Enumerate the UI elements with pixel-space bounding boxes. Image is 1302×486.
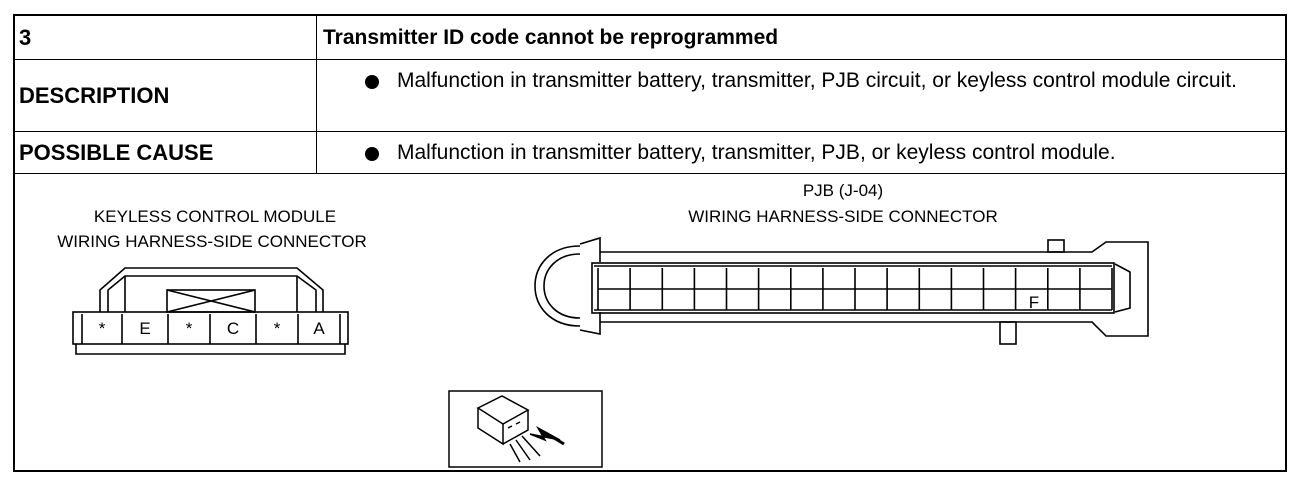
inspection-table: 3 Transmitter ID code cannot be reprogra… [13,14,1287,472]
step-title: Transmitter ID code cannot be reprogramm… [323,25,779,49]
possible-cause-row: POSSIBLE CAUSE Malfunction in transmitte… [15,132,1285,174]
bullet-icon [365,147,379,161]
kcm-pin-2: E [139,319,150,338]
kcm-title-line2: WIRING HARNESS-SIDE CONNECTOR [57,232,367,251]
step-number: 3 [15,16,317,59]
kcm-pin-5: * [274,319,281,338]
pjb-title-line1: PJB (J-04) [803,181,883,200]
kcm-pin-6: A [313,319,325,338]
description-row: DESCRIPTION Malfunction in transmitter b… [15,60,1285,132]
pjb-title-line2: WIRING HARNESS-SIDE CONNECTOR [688,207,998,226]
keyless-control-module-connector: KEYLESS CONTROL MODULE WIRING HARNESS-SI… [57,207,367,355]
description-cell: Malfunction in transmitter battery, tran… [317,60,1285,131]
step-title-cell: Transmitter ID code cannot be reprogramm… [317,16,1285,59]
description-text: Malfunction in transmitter battery, tran… [397,69,1237,92]
kcm-pin-1: * [99,319,106,338]
possible-cause-cell: Malfunction in transmitter battery, tran… [317,132,1285,173]
kcm-pin-3: * [186,319,193,338]
kcm-pin-4: C [227,319,239,338]
harness-side-probe-icon [448,390,603,468]
step-header-row: 3 Transmitter ID code cannot be reprogra… [15,16,1285,60]
description-label: DESCRIPTION [15,60,317,131]
possible-cause-text: Malfunction in transmitter battery, tran… [397,141,1116,164]
pjb-pin-f: F [1029,293,1039,312]
possible-cause-label: POSSIBLE CAUSE [15,132,317,173]
pjb-connector: PJB (J-04) WIRING HARNESS-SIDE CONNECTOR… [534,181,1149,345]
bullet-icon [365,75,379,89]
kcm-title-line1: KEYLESS CONTROL MODULE [94,207,336,226]
